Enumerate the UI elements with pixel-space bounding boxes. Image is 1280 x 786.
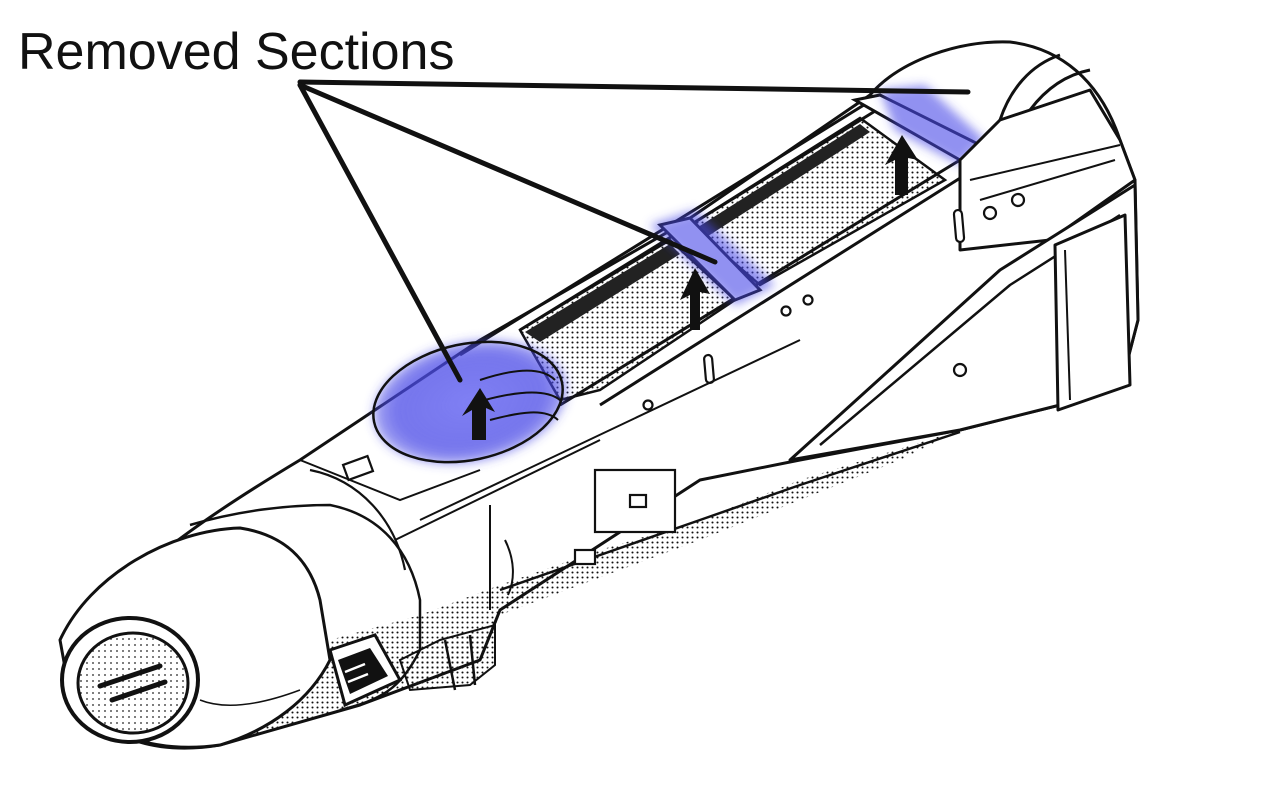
- lower-hatch: [328, 623, 496, 708]
- belly-strip: [499, 430, 961, 592]
- intake-opening: [76, 631, 190, 735]
- open-bays: [518, 116, 948, 402]
- arrow-up-icon: [462, 135, 918, 440]
- nose-cone: [58, 468, 422, 749]
- middle-frame-section: [650, 210, 775, 305]
- annotation-label: Removed Sections: [18, 23, 455, 81]
- rear-frame-section: [880, 85, 985, 165]
- vent-icon: [341, 192, 1026, 566]
- highlighted-sections: [372, 85, 985, 465]
- leader-line-middle: [297, 82, 718, 265]
- leader-lines: [297, 79, 971, 383]
- panel-lines: [299, 339, 801, 610]
- leader-line-rear: [297, 79, 971, 95]
- rear-section: [788, 53, 1140, 462]
- hatch-icon: [1053, 213, 1132, 412]
- leader-line-front: [297, 82, 463, 383]
